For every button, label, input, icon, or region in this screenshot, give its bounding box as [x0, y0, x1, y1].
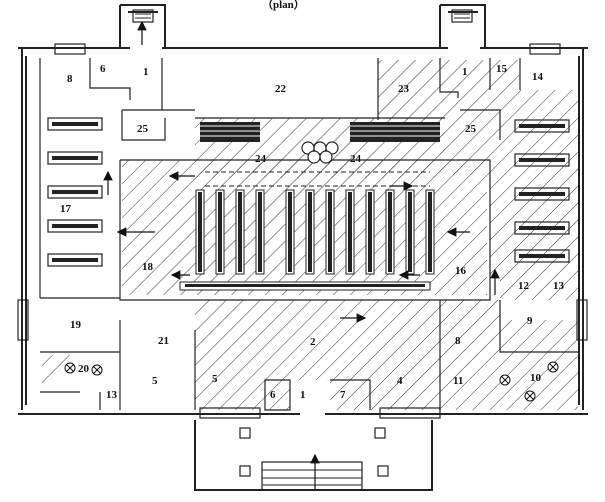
room-label-1: 1	[143, 66, 149, 78]
circle-cross-icon	[547, 361, 559, 373]
room-label-25: 25	[137, 123, 149, 135]
room-label-8: 8	[67, 73, 73, 85]
partitions	[39, 58, 578, 411]
circle-cross-icon	[64, 362, 76, 374]
room-label-1: 1	[300, 389, 306, 401]
room-label-11: 11	[453, 375, 463, 387]
room-label-2: 2	[310, 336, 316, 348]
room-label-21: 21	[158, 335, 169, 347]
room-label-10: 10	[530, 372, 542, 384]
room-label-6: 6	[100, 63, 106, 75]
room-label-24: 24	[350, 153, 362, 165]
room-label-14: 14	[532, 71, 544, 83]
room-label-25: 25	[465, 123, 477, 135]
flow-arrows	[103, 20, 500, 490]
room-label-7: 7	[340, 389, 346, 401]
room-label-8: 8	[455, 335, 461, 347]
room-label-13: 13	[106, 389, 118, 401]
room-label-5: 5	[152, 375, 158, 387]
room-label-6: 6	[270, 389, 276, 401]
room-label-20: 20	[78, 363, 90, 375]
room-label-15: 15	[496, 63, 508, 75]
room-label-23: 23	[398, 83, 410, 95]
room-label-17: 17	[60, 203, 72, 215]
room-label-5: 5	[212, 373, 218, 385]
room-label-16: 16	[455, 265, 467, 277]
hatched-zones	[42, 60, 578, 410]
room-label-4: 4	[397, 375, 403, 387]
room-label-24: 24	[255, 153, 267, 165]
pillars	[239, 427, 389, 477]
room-label-13: 13	[553, 280, 565, 292]
room-label-12: 12	[518, 280, 530, 292]
room-labels: 1 1 1 2 4 5 5 6 6 7 8 8 9 10 11 12 13 13…	[60, 63, 565, 401]
room-label-22: 22	[275, 83, 287, 95]
circle-cross-icon	[524, 390, 536, 402]
room-label-9: 9	[527, 315, 533, 327]
title-fragment: （plan）	[262, 0, 305, 11]
room-label-1: 1	[462, 66, 468, 78]
room-label-19: 19	[70, 319, 82, 331]
circle-cross-icon-group	[64, 361, 559, 402]
circle-cross-icon	[91, 364, 103, 376]
circle-cross-icon	[499, 374, 511, 386]
room-label-18: 18	[142, 261, 154, 273]
